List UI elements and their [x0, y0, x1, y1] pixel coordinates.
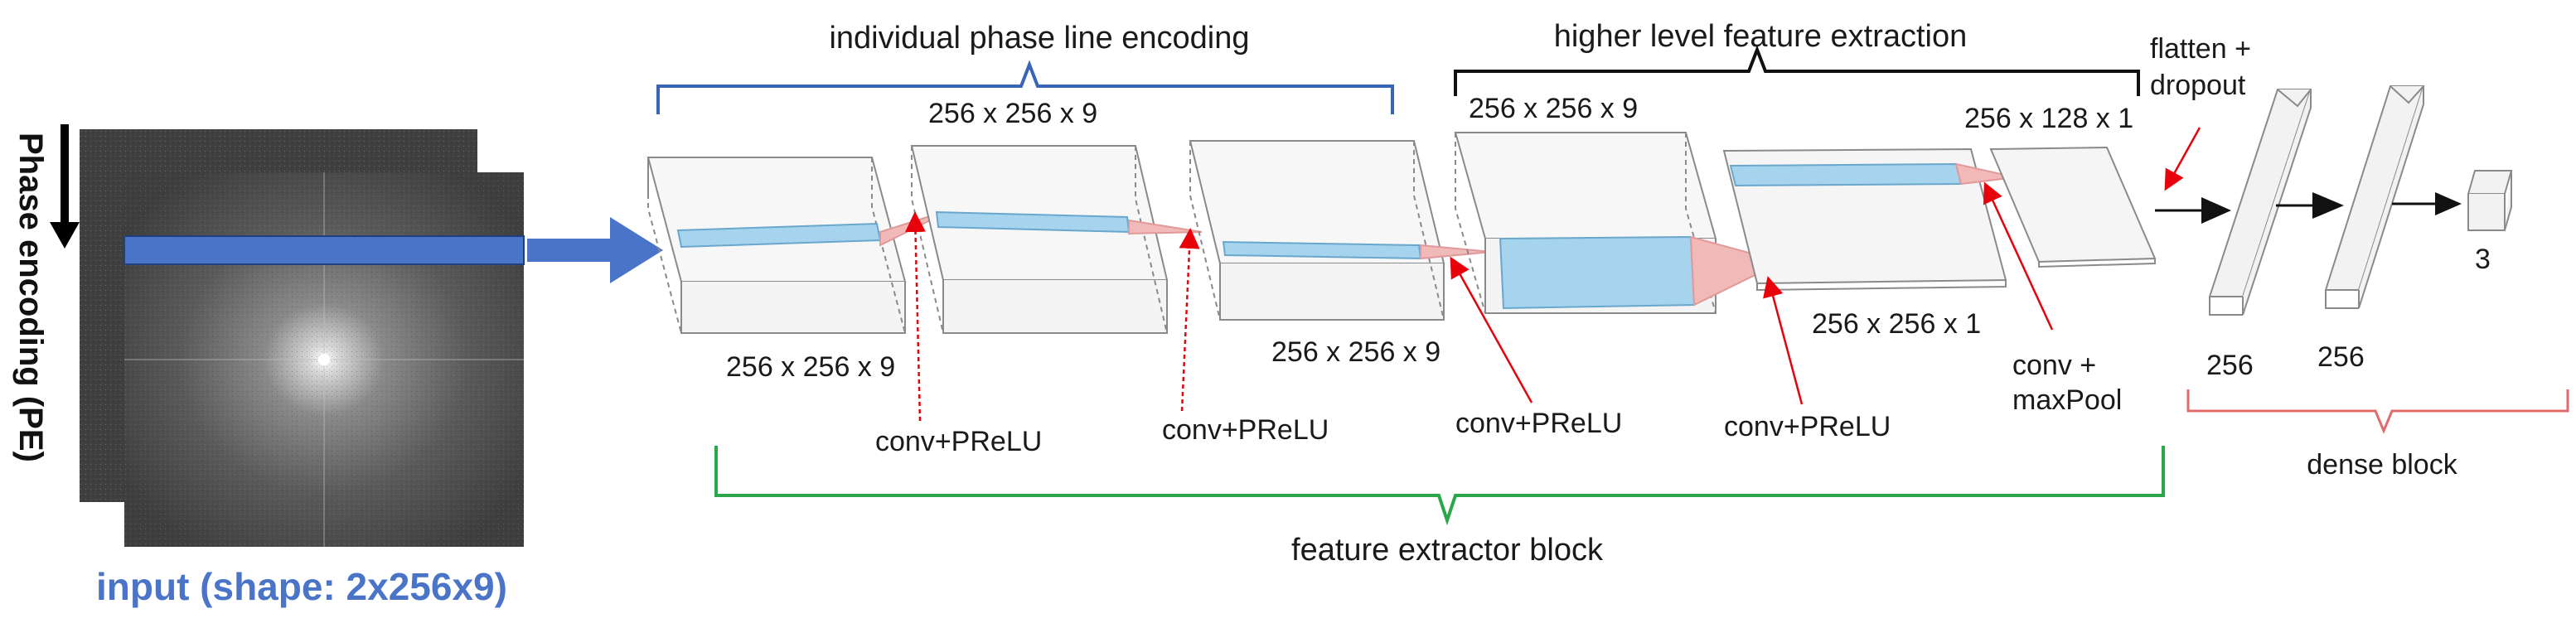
- op-label-1: conv+PReLU: [875, 426, 1042, 457]
- dense-layer-1: [2208, 89, 2312, 316]
- feature-volume-4: [1454, 132, 1784, 314]
- op-arrow-4: [1763, 276, 1804, 405]
- flatten-label-line1: flatten +: [2150, 33, 2251, 65]
- selected-phase-line: [123, 235, 525, 265]
- pe-axis-label: Phase encoding (PE): [12, 133, 49, 462]
- op-arrows: [904, 127, 2201, 422]
- phase-line-header: individual phase line encoding: [829, 21, 1249, 56]
- dense-layers: 256 256 3: [2155, 85, 2513, 381]
- dense-units-2: 256: [2317, 341, 2365, 373]
- op-arrow-5: [1983, 181, 2054, 331]
- dense-layer-2: [2324, 85, 2425, 309]
- op-arrow-2: [1179, 228, 1200, 412]
- op-arrow-6: [2164, 127, 2201, 191]
- shape-label-3: 256 x 256 x 9: [1271, 336, 1441, 368]
- feature-extractor-brace: [714, 446, 2165, 526]
- op-label-3: conv+PReLU: [1455, 408, 1622, 439]
- shape-label-6: 256 x 128 x 1: [1964, 103, 2133, 134]
- op-arrow-1: [904, 211, 926, 422]
- pe-direction-arrow: [50, 124, 80, 249]
- feature-volume-3: [1189, 140, 1493, 321]
- dense-units-1: 256: [2206, 350, 2254, 381]
- shape-label-1: 256 x 256 x 9: [726, 351, 895, 383]
- op-label-2: conv+PReLU: [1162, 414, 1329, 446]
- output-units: 3: [2475, 244, 2491, 275]
- feature-volume-2: [910, 145, 1203, 334]
- pool-label-line2: maxPool: [2012, 384, 2122, 416]
- op-arrow-3: [1450, 256, 1533, 403]
- feature-volume-1: [646, 157, 954, 334]
- output-layer: [2467, 170, 2513, 231]
- shape-label-4: 256 x 256 x 9: [1469, 93, 1638, 124]
- pool-label-line1: conv +: [2012, 350, 2096, 381]
- dense-block-brace: [2186, 389, 2569, 434]
- flatten-label-line2: dropout: [2150, 70, 2246, 101]
- shape-label-5: 256 x 256 x 1: [1812, 308, 1981, 340]
- higher-level-brace: [1454, 45, 2140, 96]
- dense-block-label: dense block: [2307, 449, 2457, 481]
- feature-volume-5: [1722, 147, 2017, 292]
- shape-block-header: 256 x 256 x 9: [928, 98, 1097, 129]
- input-kspace-stack: [80, 129, 525, 547]
- higher-level-header: higher level feature extraction: [1554, 19, 1968, 54]
- input-to-network-arrow: [527, 217, 663, 283]
- op-label-4: conv+PReLU: [1724, 411, 1891, 442]
- input-shape-caption: input (shape: 2x256x9): [96, 565, 507, 608]
- feature-extractor-label: feature extractor block: [1291, 533, 1604, 568]
- phase-line-brace: [656, 60, 1394, 114]
- feature-volume-6: [1989, 146, 2157, 268]
